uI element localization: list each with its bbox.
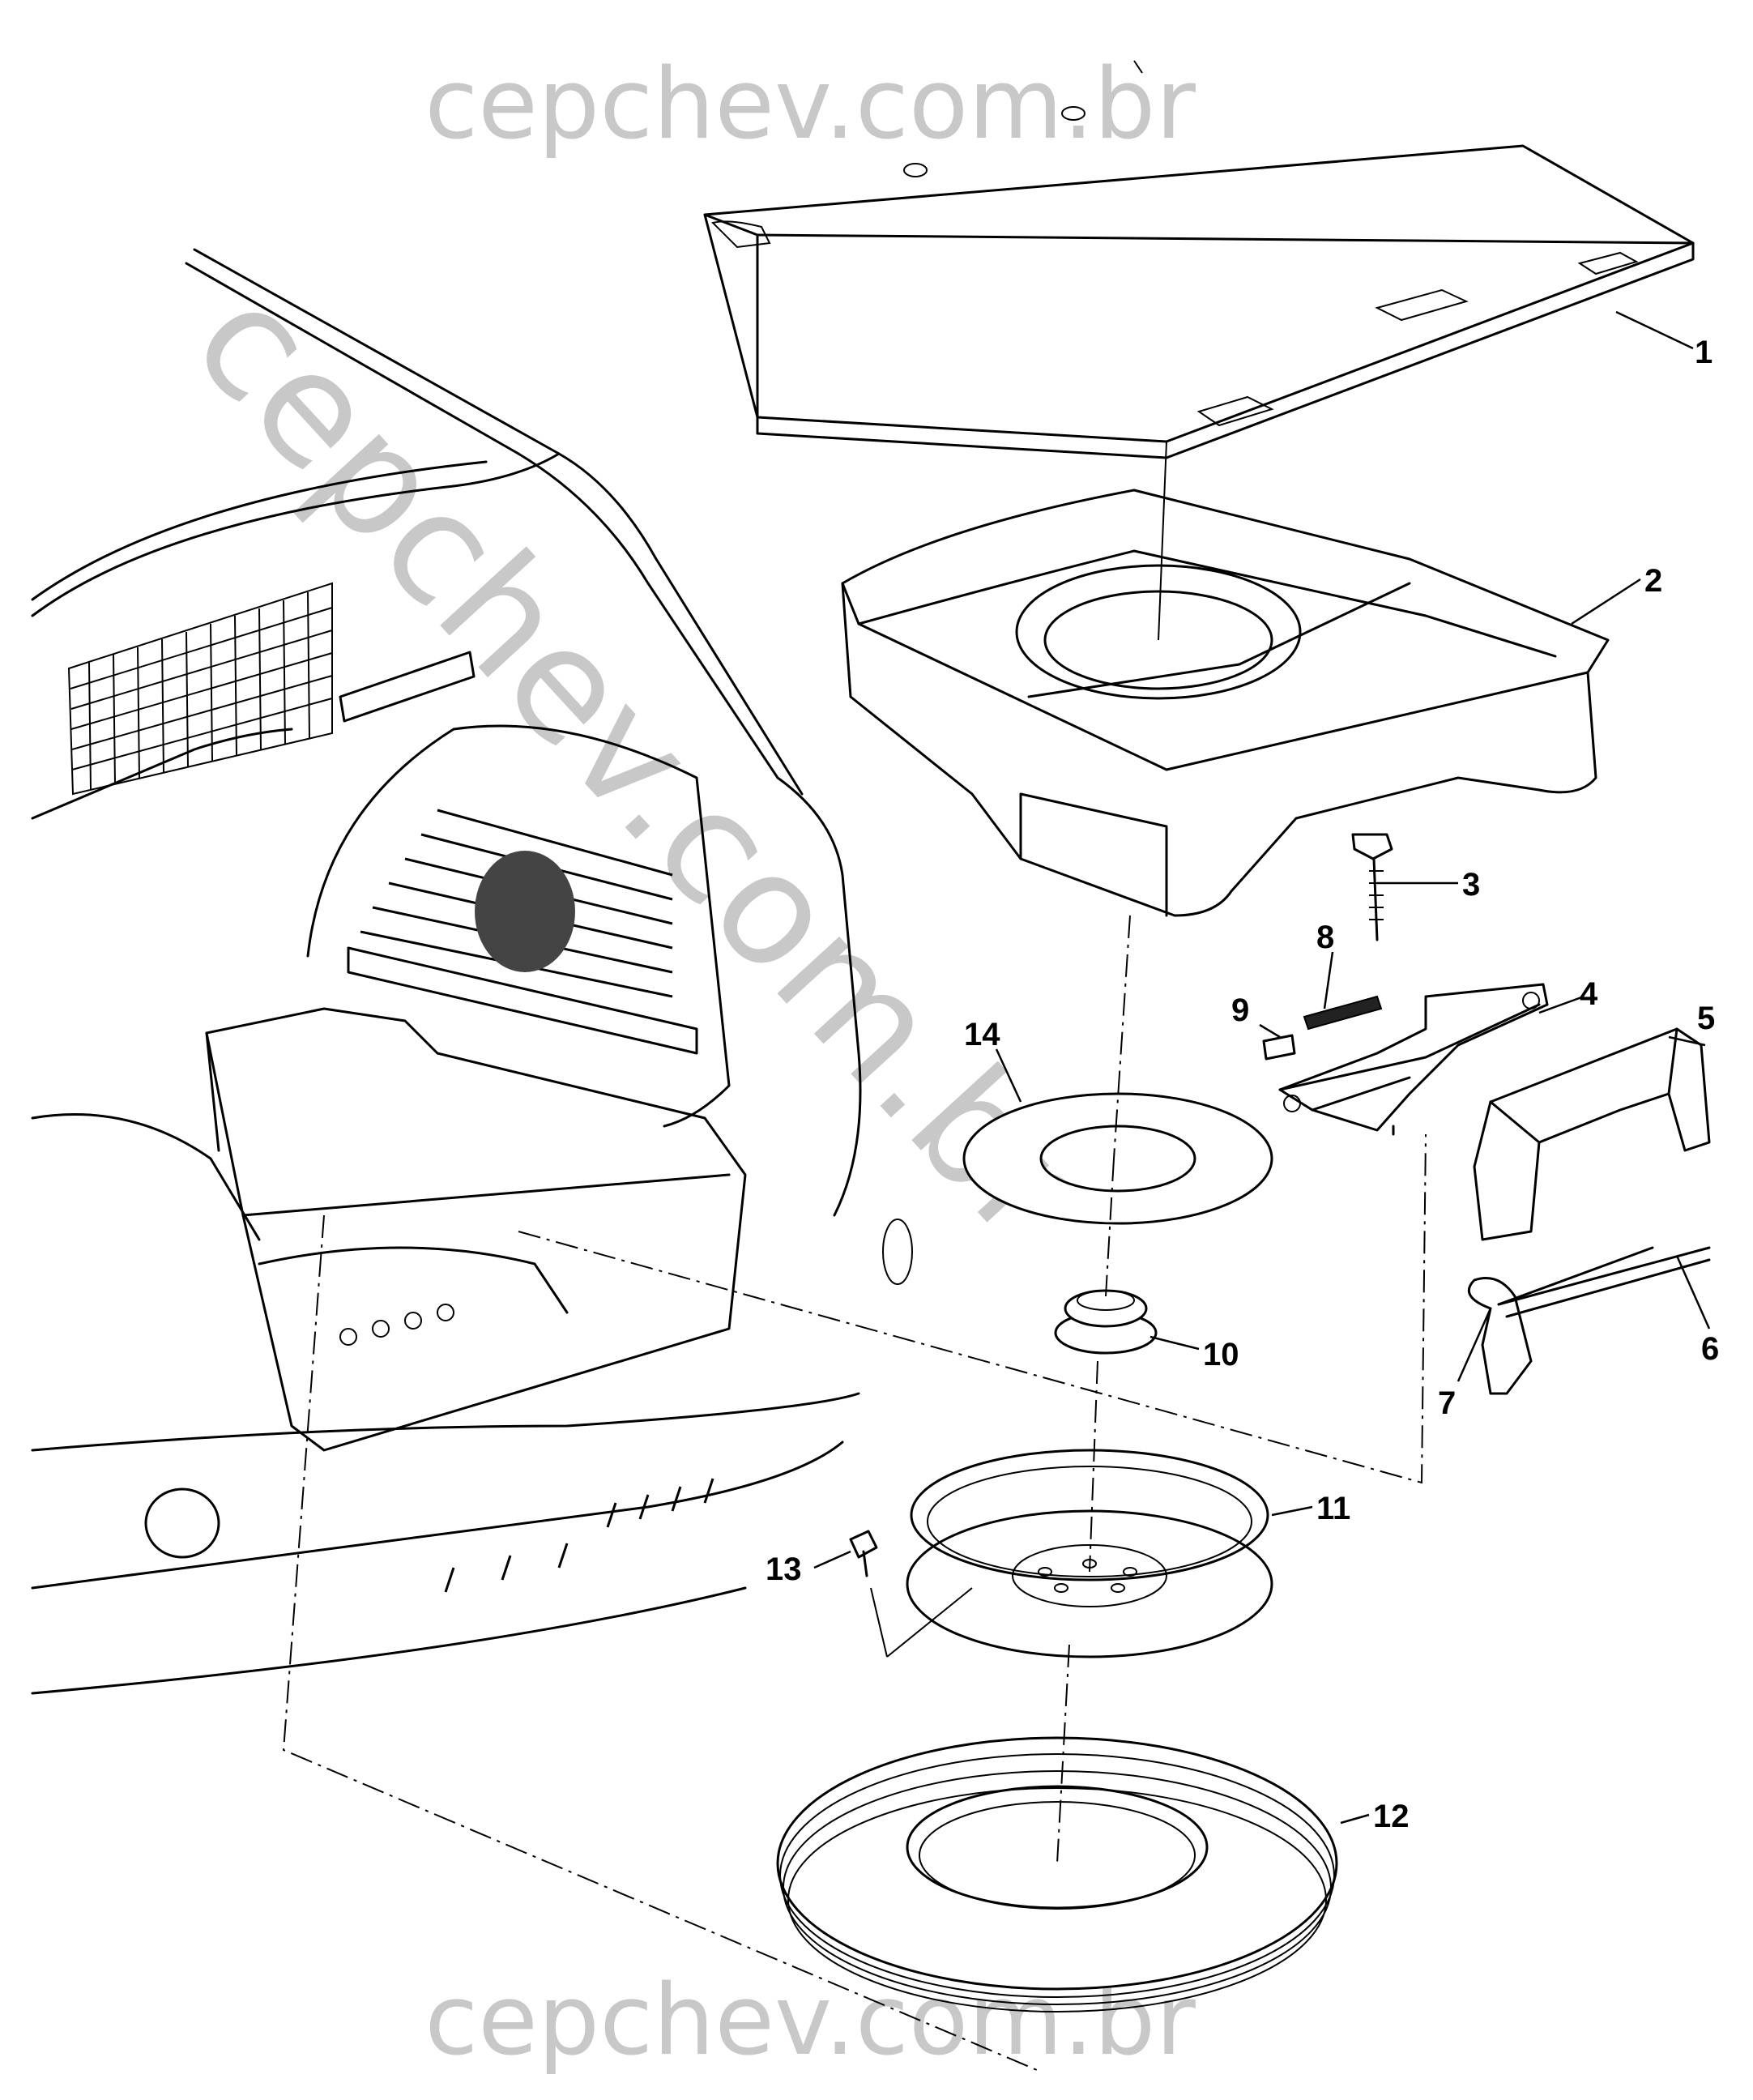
watermark-top: cepchev.com.br <box>424 49 1196 161</box>
callout-9: 9 <box>1231 992 1249 1028</box>
callout-1: 1 <box>1695 335 1712 370</box>
load-floor-panel <box>703 60 1695 459</box>
wheel-bolt <box>849 1530 878 1577</box>
scissor-jack <box>1278 983 1549 1136</box>
callout-12: 12 <box>1373 1799 1410 1834</box>
callout-6: 6 <box>1701 1331 1719 1367</box>
callout-2: 2 <box>1644 563 1662 599</box>
speaker-grille <box>475 851 575 972</box>
wheel-wrench <box>1467 1246 1654 1395</box>
vehicle-cargo-area <box>31 248 913 1695</box>
spare-wheel-rim <box>906 1449 1273 1658</box>
spare-tire <box>776 1736 1338 2012</box>
callout-10: 10 <box>1203 1337 1239 1372</box>
assembly-lines <box>282 441 1427 2071</box>
callout-13: 13 <box>766 1552 802 1587</box>
callout-3: 3 <box>1462 867 1480 903</box>
callout-7: 7 <box>1438 1385 1456 1421</box>
cargo-net-grid <box>70 591 333 791</box>
jack-retaining-bolt <box>1351 833 1393 941</box>
callout-11: 11 <box>1316 1491 1350 1526</box>
jack-holder <box>1473 1027 1711 1241</box>
jack-handle <box>1497 1246 1711 1318</box>
spare-wheel-tray <box>841 489 1610 917</box>
spacer-ring <box>962 1092 1273 1225</box>
callout-8: 8 <box>1316 920 1334 955</box>
leader-lines <box>813 310 1711 1825</box>
spare-wheel-retainer <box>1054 1289 1158 1355</box>
callout-5: 5 <box>1697 1001 1715 1036</box>
callout-4: 4 <box>1580 976 1598 1012</box>
warning-label <box>1262 1034 1296 1061</box>
callout-14: 14 <box>964 1017 1000 1052</box>
jack-label <box>1303 995 1383 1031</box>
